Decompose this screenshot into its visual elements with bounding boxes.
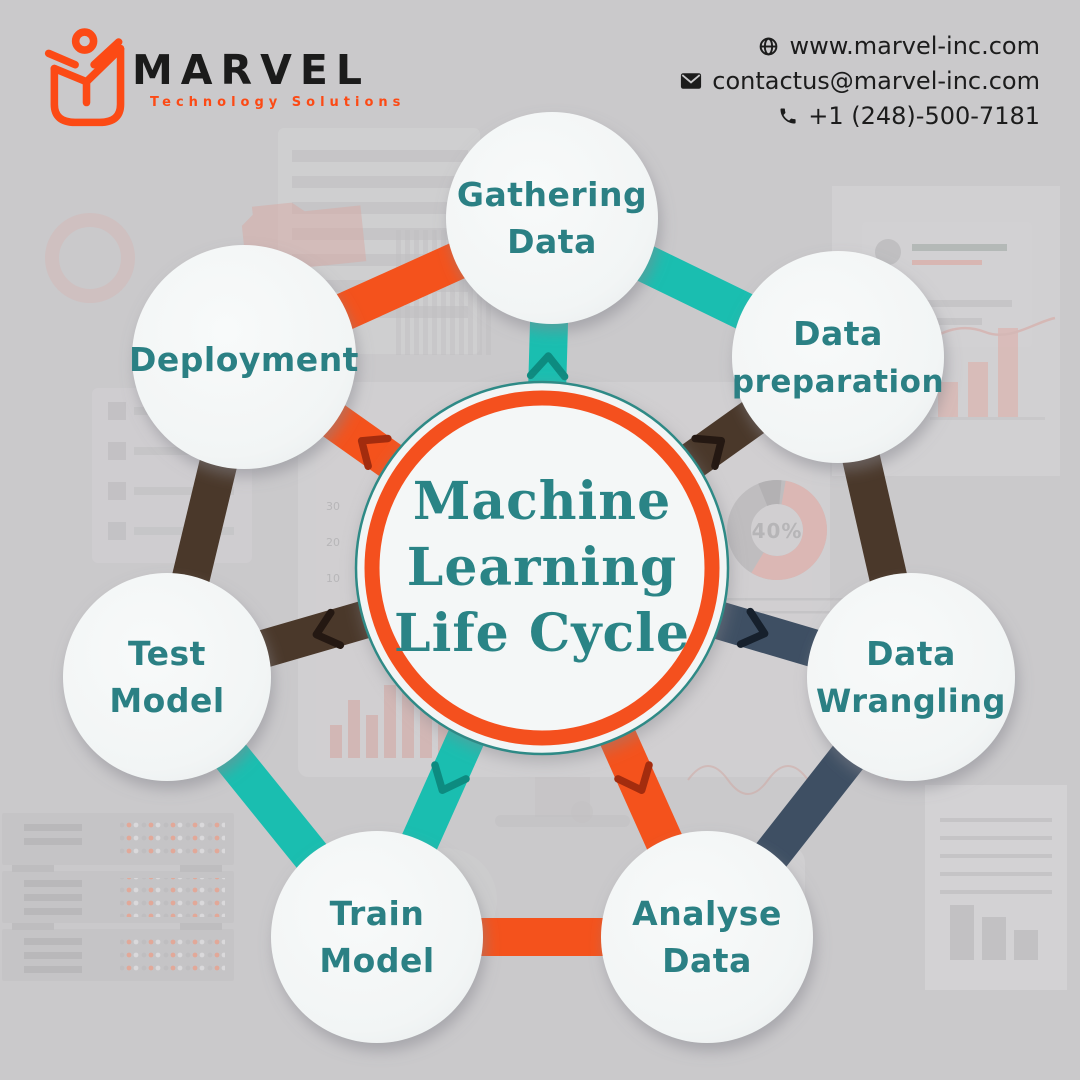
node-label: Train	[330, 894, 425, 933]
globe-icon	[760, 37, 778, 55]
node-label: Deployment	[129, 340, 359, 379]
node-gathering-data: Gathering Data	[446, 112, 658, 324]
node-analyse-data: Analyse Data	[601, 831, 813, 1043]
background-axis-tick: 20	[326, 536, 340, 549]
contact-info: www.marvel-inc.com contactus@marvel-inc.…	[680, 32, 1040, 130]
center-circle: Machine Learning Life Cycle	[354, 380, 730, 756]
center-title-line: Learning	[407, 537, 677, 598]
node-label: Wrangling	[816, 682, 1006, 720]
brand-name: MARVEL	[132, 46, 370, 94]
spoke-arrows	[312, 352, 769, 794]
email-icon	[681, 73, 702, 89]
background-donut-chart: 40%	[727, 479, 827, 581]
donut-label: 40%	[752, 519, 803, 543]
nodes: Gathering Data Data preparation Data Wra…	[63, 112, 1015, 1043]
background-trend-chart	[894, 316, 1056, 420]
node-label: preparation	[732, 364, 944, 400]
node-label: Data	[793, 314, 883, 353]
contact-website: www.marvel-inc.com	[758, 32, 1040, 60]
avatar	[875, 239, 901, 265]
contact-website-text: www.marvel-inc.com	[789, 32, 1040, 60]
contact-phone: +1 (248)-500-7181	[778, 102, 1040, 130]
background-gear-icon	[45, 213, 135, 303]
arrow-icon-wrangling	[736, 607, 769, 648]
arrow-icon-analyse	[614, 761, 653, 794]
background-axis-tick: 10	[326, 572, 340, 585]
marvel-logo-icon	[26, 22, 130, 136]
center-title-line: Machine	[413, 471, 671, 532]
node-label: Data	[866, 634, 956, 673]
node-train-model: Train Model	[271, 831, 483, 1043]
node-data-preparation: Data preparation	[732, 251, 944, 463]
center-title-line: Life Cycle	[394, 603, 690, 664]
contact-email: contactus@marvel-inc.com	[680, 67, 1040, 95]
node-data-wrangling: Data Wrangling	[807, 573, 1015, 781]
node-label: Gathering	[457, 175, 647, 214]
node-label: Analyse	[632, 894, 782, 933]
node-label: Data	[662, 941, 752, 980]
node-deployment: Deployment	[129, 245, 359, 469]
background-axis-tick: 30	[326, 500, 340, 513]
background-document-bottom-right	[925, 785, 1067, 990]
arrow-icon-deployment	[357, 434, 392, 470]
node-label: Data	[507, 222, 597, 261]
background-server-rack	[2, 813, 234, 981]
brand-tagline: Technology Solutions	[150, 95, 406, 110]
contact-phone-text: +1 (248)-500-7181	[808, 102, 1040, 130]
arrow-icon-test	[312, 608, 345, 649]
arrow-icon-preparation	[691, 434, 726, 470]
node-test-model: Test Model	[63, 573, 271, 781]
contact-email-text: contactus@marvel-inc.com	[712, 67, 1040, 95]
phone-icon	[780, 108, 796, 124]
node-label: Model	[109, 681, 224, 720]
arrow-icon-train	[431, 761, 470, 794]
background-axis-ticks: 30 20 10	[326, 500, 340, 585]
background-monitor-base	[495, 815, 630, 827]
arrow-icon-gathering	[526, 352, 569, 381]
node-label: Model	[319, 941, 434, 980]
node-label: Test	[128, 634, 206, 673]
